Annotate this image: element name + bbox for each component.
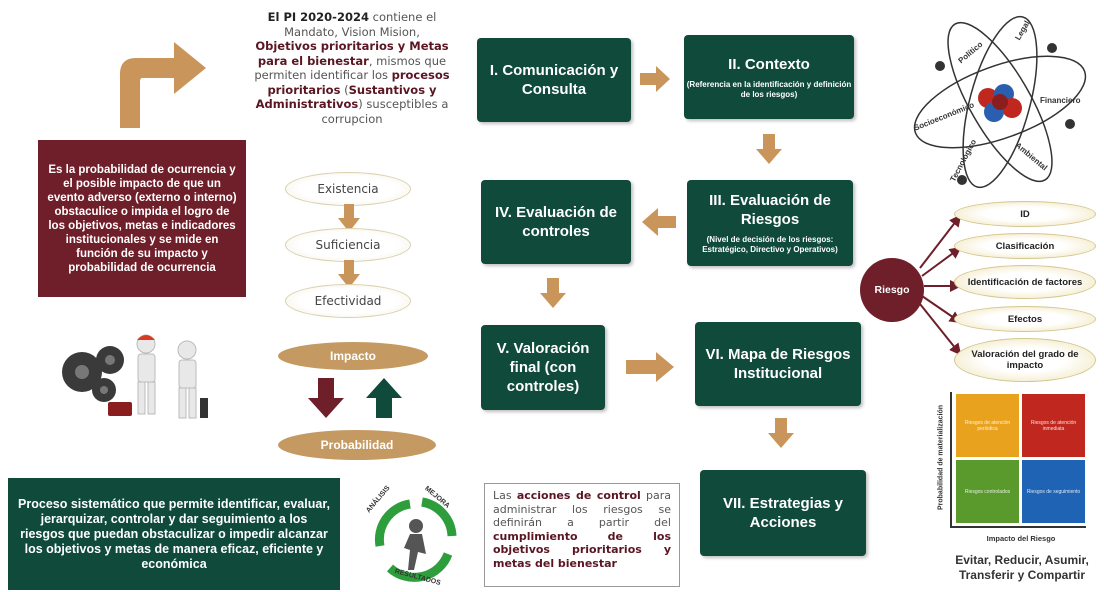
analysis-cycle-icon: ANÁLISIS MEJORA RESULTADOS: [360, 485, 470, 592]
atom-label-financiero: Financiero: [1040, 96, 1081, 105]
step-4-box: IV. Evaluación de controles: [481, 180, 631, 264]
matrix-y-axis: [950, 392, 952, 528]
quadrant-inmediata: Riesgos de atención inmediata: [1022, 394, 1085, 457]
strategies-text: Evitar, Reducir, Asumir, Transferir y Co…: [955, 553, 1089, 582]
people-gears-illustration: [52, 322, 222, 437]
matrix-x-axis: [950, 526, 1086, 528]
down-arrow-icon: [540, 278, 566, 308]
down-arrow-icon: [756, 134, 782, 164]
riesgo-item-id: ID: [954, 201, 1096, 227]
down-arrow-icon: [338, 260, 360, 288]
riesgo-item-valoracion: Valoración del grado de impacto: [954, 338, 1096, 382]
riesgo-item-clasificacion: Clasificación: [954, 233, 1096, 259]
left-arrow-icon: [642, 208, 676, 236]
step-3-box: III. Evaluación de Riesgos (Nivel de dec…: [687, 180, 853, 266]
control-actions-box: Las acciones de control para administrar…: [484, 483, 680, 587]
pi-description: El PI 2020-2024 contiene el Mandato, Vis…: [254, 10, 450, 126]
right-arrow-icon: [640, 66, 670, 92]
oval-existencia: Existencia: [285, 172, 411, 206]
impacto-oval: Impacto: [278, 342, 428, 370]
step-5-box: V. Valoración final (con controles): [481, 325, 605, 410]
down-arrow-icon: [308, 378, 344, 418]
step-1-box: I. Comunicación y Consulta: [477, 38, 631, 122]
up-arrow-icon: [366, 378, 402, 418]
down-arrow-icon: [768, 418, 794, 448]
atom-diagram: Político Legal Socioeconómico Financiero…: [900, 4, 1100, 200]
bent-arrow-icon: [112, 34, 212, 130]
riesgo-connectors: [900, 196, 980, 391]
riesgo-item-factores: Identificación de factores: [954, 265, 1096, 299]
riesgo-item-efectos: Efectos: [954, 306, 1096, 332]
quadrant-controlados: Riesgos controlados: [956, 460, 1019, 523]
step-7-box: VII. Estrategias y Acciones: [700, 470, 866, 556]
process-description-box: Proceso sistemático que permite identifi…: [8, 478, 340, 590]
quadrant-seguimiento: Riesgos de seguimiento: [1022, 460, 1085, 523]
probabilidad-oval: Probabilidad: [278, 430, 436, 460]
risk-matrix: Riesgos de atención periódica Riesgos de…: [956, 394, 1086, 524]
riesgo-circle: Riesgo: [860, 258, 924, 322]
step-6-box: VI. Mapa de Riesgos Institucional: [695, 322, 861, 406]
risk-definition-box: Es la probabilidad de ocurrencia y el po…: [38, 140, 246, 297]
step-2-box: II. Contexto (Referencia en la identific…: [684, 35, 854, 119]
quadrant-periodica: Riesgos de atención periódica: [956, 394, 1019, 457]
matrix-x-label: Impacto del Riesgo: [986, 534, 1056, 543]
oval-suficiencia: Suficiencia: [285, 228, 411, 262]
matrix-y-label: Probabilidad de materialización: [937, 404, 945, 511]
right-arrow-icon: [626, 352, 674, 382]
oval-efectividad: Efectividad: [285, 284, 411, 318]
down-arrow-icon: [338, 204, 360, 232]
